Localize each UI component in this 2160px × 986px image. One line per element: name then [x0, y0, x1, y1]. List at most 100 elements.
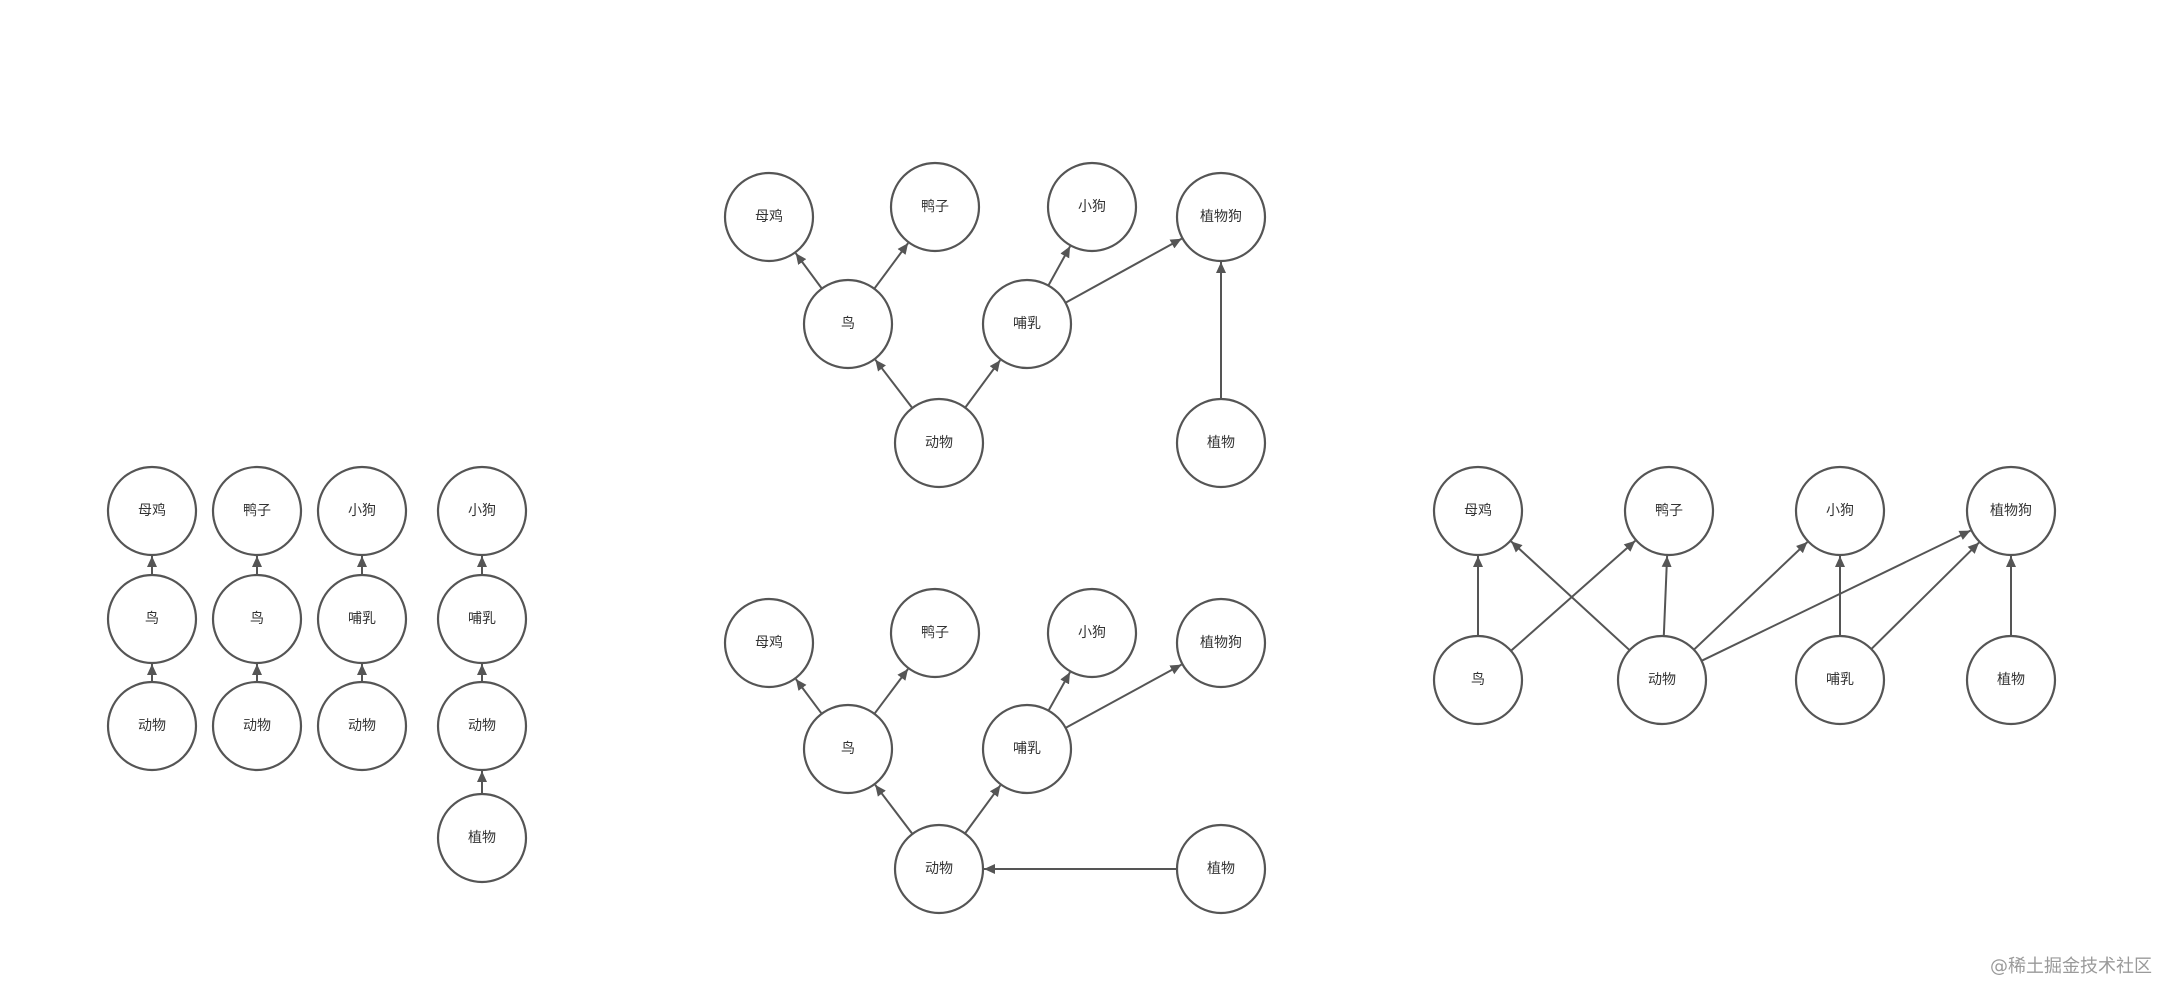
edge-arrow-t_bird-to-t_hen: [794, 252, 823, 290]
node-t_animal: 动物: [893, 397, 985, 489]
node-t_plant: 植物: [1175, 397, 1267, 489]
edge-arrow-m_animal-to-m_mammal: [964, 784, 1002, 835]
node-label: 鸟: [250, 611, 264, 627]
node-m_hen: 母鸡: [723, 597, 815, 689]
node-label: 动物: [1648, 672, 1676, 688]
edge-arrow-t_animal-to-t_mammal: [964, 359, 1002, 409]
node-circle: [802, 278, 894, 370]
node-m_plant: 植物: [1175, 823, 1267, 915]
node-label: 动物: [468, 718, 496, 734]
node-d1: 小狗: [436, 465, 528, 557]
node-circle: [436, 792, 528, 884]
node-circle: [1175, 823, 1267, 915]
node-c3: 动物: [316, 680, 408, 772]
node-circle: [106, 573, 198, 665]
node-circle: [1432, 465, 1524, 557]
node-r_duck: 鸭子: [1623, 465, 1715, 557]
node-d4: 植物: [436, 792, 528, 884]
node-label: 动物: [348, 718, 376, 734]
watermark-text: @稀土掘金技术社区: [1990, 956, 2152, 977]
node-m_plantdog: 植物狗: [1175, 597, 1267, 689]
node-label: 动物: [138, 718, 166, 734]
node-label: 哺乳: [1013, 741, 1041, 757]
node-circle: [1965, 634, 2057, 726]
node-m_duck: 鸭子: [889, 587, 981, 679]
edges-layer: [147, 237, 2016, 874]
node-circle: [893, 823, 985, 915]
node-label: 植物: [468, 830, 496, 846]
node-label: 小狗: [1826, 503, 1854, 519]
node-circle: [1616, 634, 1708, 726]
node-label: 哺乳: [1826, 672, 1854, 688]
node-label: 鸭子: [243, 503, 271, 519]
node-circle: [436, 573, 528, 665]
node-circle: [211, 465, 303, 557]
node-circle: [1432, 634, 1524, 726]
node-label: 植物狗: [1200, 209, 1242, 225]
node-circle: [1175, 597, 1267, 689]
node-circle: [316, 680, 408, 772]
node-b1: 鸭子: [211, 465, 303, 557]
node-label: 鸟: [145, 611, 159, 627]
node-a3: 动物: [106, 680, 198, 772]
node-circle: [723, 171, 815, 263]
node-d2: 哺乳: [436, 573, 528, 665]
node-r_plant: 植物: [1965, 634, 2057, 726]
node-t_puppy: 小狗: [1046, 161, 1138, 253]
node-label: 动物: [243, 718, 271, 734]
edge-arrow-r_animal-to-r_puppy: [1693, 541, 1809, 651]
node-circle: [893, 397, 985, 489]
node-label: 植物狗: [1200, 635, 1242, 651]
node-t_duck: 鸭子: [889, 161, 981, 253]
node-circle: [1175, 171, 1267, 263]
node-a1: 母鸡: [106, 465, 198, 557]
node-r_puppy: 小狗: [1794, 465, 1886, 557]
node-label: 小狗: [468, 503, 496, 519]
node-label: 植物: [1207, 435, 1235, 451]
node-a2: 鸟: [106, 573, 198, 665]
node-r_mammal: 哺乳: [1794, 634, 1886, 726]
node-circle: [1623, 465, 1715, 557]
node-label: 鸟: [1471, 672, 1485, 688]
node-circle: [889, 587, 981, 679]
node-circle: [1175, 397, 1267, 489]
node-label: 母鸡: [138, 502, 166, 519]
node-circle: [106, 465, 198, 557]
node-circle: [436, 680, 528, 772]
edge-arrow-t_animal-to-t_bird: [874, 359, 914, 409]
node-label: 母鸡: [1464, 502, 1492, 519]
node-label: 鸭子: [1655, 503, 1683, 519]
edge-arrow-m_bird-to-m_hen: [795, 678, 823, 715]
node-label: 动物: [925, 435, 953, 451]
nodes-layer: 母鸡鸟动物鸭子鸟动物小狗哺乳动物小狗哺乳动物植物母鸡鸭子小狗植物狗鸟哺乳动物植物…: [106, 161, 2057, 915]
node-label: 动物: [925, 861, 953, 877]
node-circle: [1794, 634, 1886, 726]
node-m_bird: 鸟: [802, 703, 894, 795]
node-m_mammal: 哺乳: [981, 703, 1073, 795]
node-b3: 动物: [211, 680, 303, 772]
node-label: 母鸡: [755, 634, 783, 651]
node-circle: [1965, 465, 2057, 557]
node-r_bird: 鸟: [1432, 634, 1524, 726]
edge-arrow-r_animal-to-r_duck: [1661, 555, 1672, 637]
node-t_hen: 母鸡: [723, 171, 815, 263]
node-circle: [723, 597, 815, 689]
node-label: 鸟: [841, 741, 855, 757]
node-circle: [1046, 587, 1138, 679]
node-circle: [211, 680, 303, 772]
node-c1: 小狗: [316, 465, 408, 557]
edge-arrow-r_animal-to-r_plantdog: [1701, 529, 1971, 662]
node-d3: 动物: [436, 680, 528, 772]
node-label: 小狗: [348, 503, 376, 519]
node-label: 植物: [1997, 672, 2025, 688]
node-m_animal: 动物: [893, 823, 985, 915]
node-label: 鸟: [841, 316, 855, 332]
node-label: 哺乳: [348, 611, 376, 627]
node-label: 鸭子: [921, 625, 949, 641]
node-r_animal: 动物: [1616, 634, 1708, 726]
node-t_plantdog: 植物狗: [1175, 171, 1267, 263]
edge-arrow-r_animal-to-r_hen: [1510, 540, 1631, 651]
node-circle: [316, 573, 408, 665]
node-m_puppy: 小狗: [1046, 587, 1138, 679]
